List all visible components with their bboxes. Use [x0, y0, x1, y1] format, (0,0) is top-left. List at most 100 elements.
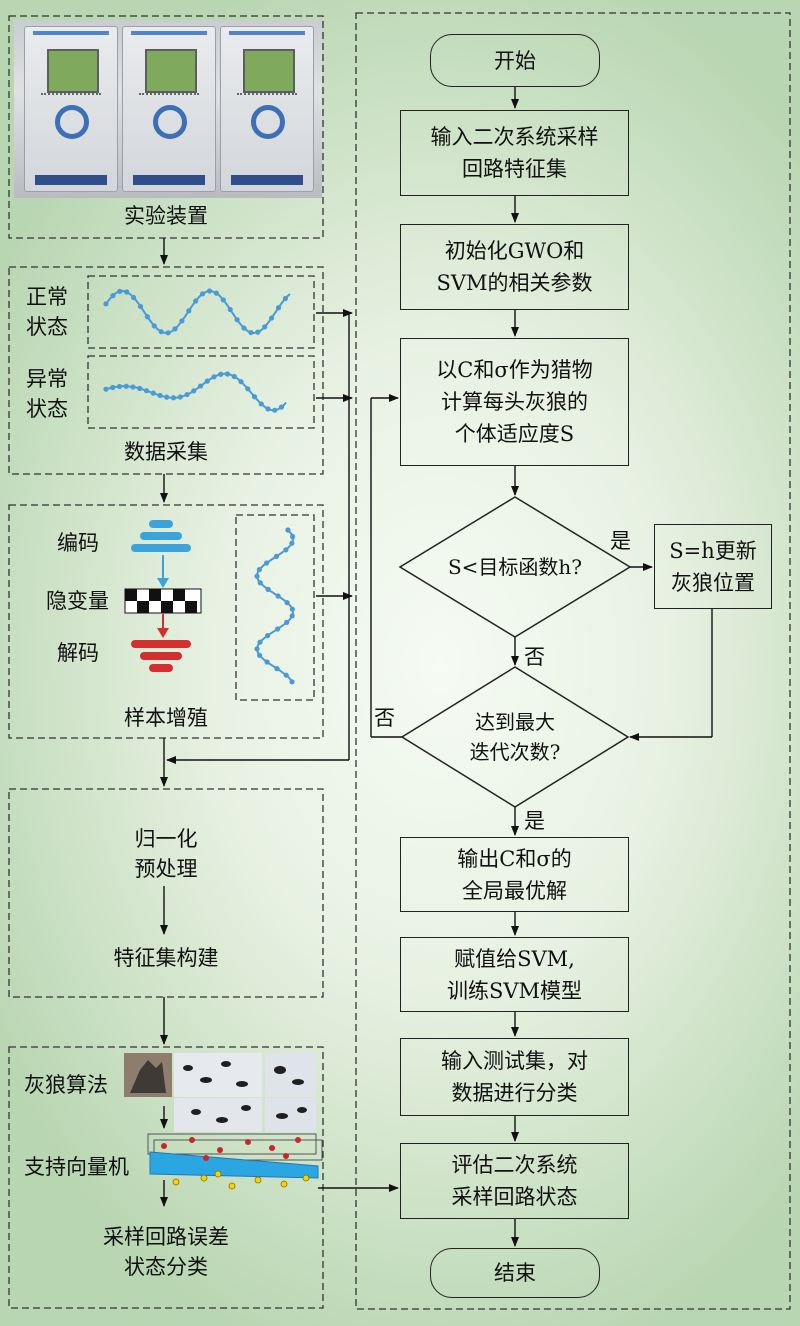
augmentation-label: 样本增殖: [124, 706, 208, 730]
wave-sample-dot: [211, 374, 217, 380]
gwo-label: 灰狼算法: [24, 1073, 108, 1097]
wave-sample-dot: [197, 383, 204, 389]
wave-sample-dot: [290, 534, 296, 540]
wave-sample-dot: [283, 547, 289, 553]
wolf-photos: [124, 1053, 316, 1132]
end-terminal: 结束: [430, 1248, 600, 1298]
flowchart-panel: [355, 12, 791, 1310]
wave-sample-dot: [170, 395, 177, 401]
wave-sample-dot: [231, 373, 237, 380]
wave-sample-dot: [193, 298, 199, 304]
abnormal-wave: [103, 371, 287, 413]
wave-sample-dot: [282, 295, 288, 302]
wave-sample-dot: [218, 371, 224, 377]
wave-sample-dot: [241, 325, 247, 331]
wave-sample-dot: [110, 384, 116, 391]
wave-sample-dot: [254, 573, 260, 579]
augment-wave: [254, 527, 296, 685]
wave-sample-dot: [172, 326, 178, 332]
wave-sample-dot: [254, 646, 260, 652]
wave-sample-dot: [177, 394, 183, 400]
wave-sample-dot: [144, 314, 150, 320]
decision2-label: 达到最大 迭代次数?: [469, 710, 561, 764]
preprocess-panel: [8, 788, 324, 998]
wave-sample-dot: [265, 586, 271, 593]
feature-build-label: 特征集构建: [113, 946, 219, 970]
normal-state-label: 正常 状态: [26, 285, 68, 339]
wave-sample-dot: [289, 613, 295, 619]
wave-sample-dot: [284, 600, 290, 606]
wave-sample-dot: [272, 407, 278, 413]
wave-sample-dot: [103, 301, 109, 307]
wave-sample-dot: [264, 659, 270, 665]
decode-label: 解码: [57, 641, 99, 665]
wave-sample-dot: [110, 293, 116, 299]
wave-sample-dot: [289, 679, 295, 685]
wave-sample-dot: [256, 567, 262, 573]
wave-sample-dot: [157, 392, 163, 399]
wave-sample-dot: [204, 378, 210, 384]
decoder-icon: [131, 614, 191, 672]
wave-sample-dot: [224, 371, 231, 377]
wave-sample-dot: [273, 553, 280, 560]
wave-sample-dot: [275, 593, 281, 599]
no-label-decision2: 否: [374, 706, 395, 730]
evaluate-step: 评估二次系统 采样回路状态: [400, 1143, 629, 1219]
wave-sample-dot: [103, 386, 109, 392]
wave-sample-dot: [131, 294, 137, 301]
wave-sample-dot: [269, 315, 275, 321]
wave-sample-dot: [143, 388, 150, 394]
input-features-step: 输入二次系统采样 回路特征集: [400, 110, 629, 196]
wave-sample-dot: [186, 308, 192, 314]
latent-icon: [124, 588, 202, 614]
wave-sample-dot: [124, 289, 130, 295]
wave-sample-dot: [274, 626, 281, 632]
svm-label: 支持向量机: [24, 1155, 129, 1179]
assign-svm-step: 赋值给SVM, 训练SVM模型: [400, 937, 629, 1012]
yes-label-decision1: 是: [610, 529, 631, 553]
wave-sample-dot: [251, 394, 258, 400]
wave-sample-dot: [274, 666, 280, 672]
svm-icon: [147, 1133, 323, 1190]
start-terminal: 开始: [430, 34, 600, 87]
init-params-step: 初始化GWO和 SVM的相关参数: [400, 224, 629, 310]
yes-label-decision2: 是: [524, 809, 545, 833]
wave-sample-dot: [257, 580, 263, 586]
normalize-label: 归一化 预处理: [134, 827, 198, 881]
wave-sample-dot: [137, 385, 143, 392]
apparatus-photo: [14, 20, 322, 198]
wave-sample-dot: [289, 606, 295, 612]
classification-panel: [8, 1046, 324, 1309]
wave-sample-dot: [262, 324, 268, 330]
wave-sample-dot: [151, 323, 157, 329]
wave-sample-dot: [130, 384, 136, 390]
encoder-icon: [131, 520, 191, 588]
relay-device: [24, 26, 118, 192]
wave-sample-dot: [200, 291, 206, 297]
apparatus-panel: [8, 15, 324, 239]
abnormal-state-label: 异常 状态: [26, 367, 68, 421]
wave-sample-dot: [263, 560, 270, 566]
wave-sample-dot: [220, 297, 226, 303]
wave-sample-dot: [238, 379, 244, 385]
wave-sample-dot: [255, 329, 261, 335]
data-collection-label: 数据采集: [124, 440, 208, 464]
normal-wave: [103, 288, 291, 336]
wave-sample-dot: [150, 390, 156, 396]
augmentation-panel: [8, 504, 324, 739]
wave-sample-dot: [248, 329, 254, 336]
latent-label: 隐变量: [46, 589, 109, 613]
wave-sample-dot: [179, 318, 185, 324]
apparatus-label: 实验装置: [124, 204, 208, 228]
relay-device: [122, 26, 216, 192]
wave-sample-dot: [184, 391, 190, 398]
wave-sample-dot: [137, 303, 144, 310]
wave-sample-dot: [265, 406, 271, 412]
wave-sample-dot: [278, 404, 285, 410]
wave-sample-dot: [117, 288, 123, 294]
wave-sample-dot: [191, 388, 197, 394]
wave-sample-dot: [116, 383, 123, 390]
relay-device: [220, 26, 314, 192]
